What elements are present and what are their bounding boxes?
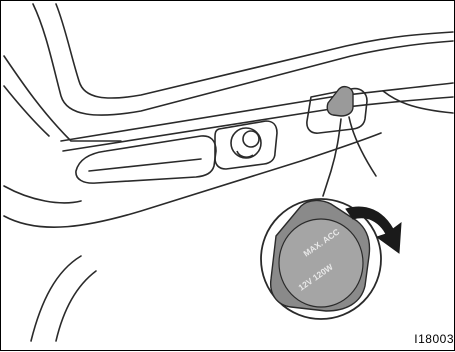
dash-far-curve-2 [56,271,96,341]
dash-slot-inner [89,159,201,171]
dash-top-inner [56,4,453,98]
cap-icon [327,87,353,116]
outlet-inner-ring [243,131,259,147]
callout-magnifier: MAX. ACC 12V 120W [261,199,401,319]
dash-lower-curve-2 [4,186,81,203]
cap-face [279,219,363,307]
dashboard-panel [4,4,453,341]
dash-middle-line-2 [4,86,49,136]
power-outlet-icon [231,128,261,158]
dash-far-curve [31,256,81,341]
dash-top-outer [33,4,453,115]
figure-id-label: I18003 [414,332,454,346]
